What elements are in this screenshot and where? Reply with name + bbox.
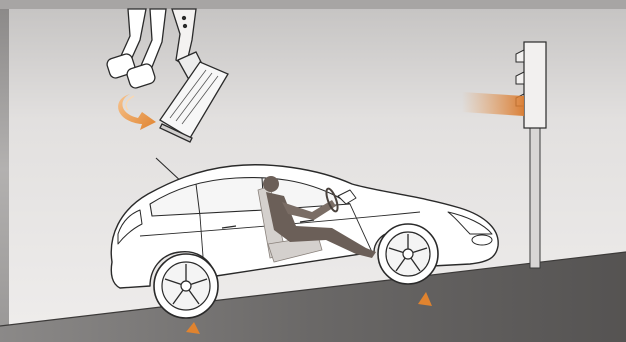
light-beam-icon <box>462 92 524 116</box>
front-wheel-icon <box>378 224 438 284</box>
rear-wheel-icon <box>154 254 218 318</box>
top-strip <box>0 0 626 9</box>
left-edge-strip <box>0 9 9 329</box>
